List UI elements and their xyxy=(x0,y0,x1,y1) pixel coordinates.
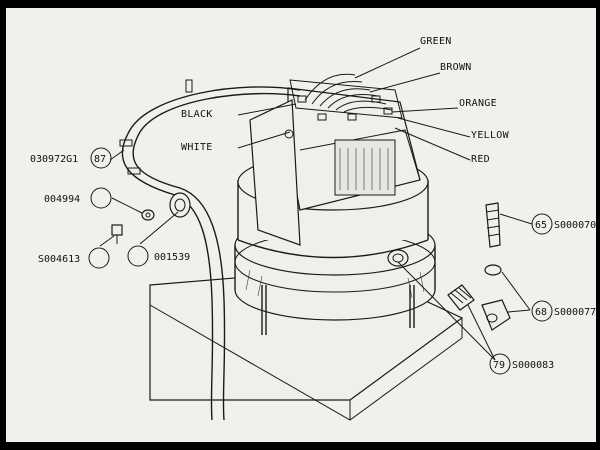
callout-S004613: S004613 xyxy=(38,247,110,269)
callout-number-87: 87 xyxy=(94,154,106,165)
callout-004994: 004994 xyxy=(44,187,112,209)
label-white: WHITE xyxy=(181,142,213,153)
part-number-004994: 004994 xyxy=(44,194,80,205)
label-black: BLACK xyxy=(181,109,213,120)
screw-part xyxy=(111,224,123,244)
part-number-S000077: S000077 xyxy=(554,307,596,318)
label-brown: BROWN xyxy=(440,62,472,73)
callout-79: 79 S000083 xyxy=(489,353,554,375)
washer-part xyxy=(141,209,155,221)
part-number-S004613: S004613 xyxy=(38,254,80,265)
elbow-fitting-part xyxy=(481,299,511,331)
callout-001539: 001539 xyxy=(127,245,190,267)
wire-bundle xyxy=(304,73,393,113)
leader-lines xyxy=(99,47,533,361)
control-box xyxy=(249,79,421,246)
label-yellow: YELLOW xyxy=(471,130,510,141)
label-red: RED xyxy=(471,154,490,165)
cable-clamp xyxy=(169,192,191,218)
part-number-001539: 001539 xyxy=(154,252,190,263)
part-number-S000083: S000083 xyxy=(512,360,554,371)
sealing-washer xyxy=(484,264,502,276)
mount-studs xyxy=(261,285,415,335)
callout-68: 68 S000077 xyxy=(531,300,596,322)
threaded-nipple-part xyxy=(447,284,475,311)
callout-87: 030972G1 87 xyxy=(30,147,112,169)
callout-number-65: 65 xyxy=(535,220,547,231)
callout-65: 65 S000070 xyxy=(531,213,596,235)
part-number-030972G1: 030972G1 xyxy=(30,154,78,165)
hose-barb-part xyxy=(485,202,501,248)
label-green: GREEN xyxy=(420,36,452,47)
label-orange: ORANGE xyxy=(459,98,497,109)
callout-number-79: 79 xyxy=(493,360,505,371)
part-number-S000070: S000070 xyxy=(554,220,596,231)
callout-number-68: 68 xyxy=(535,307,547,318)
